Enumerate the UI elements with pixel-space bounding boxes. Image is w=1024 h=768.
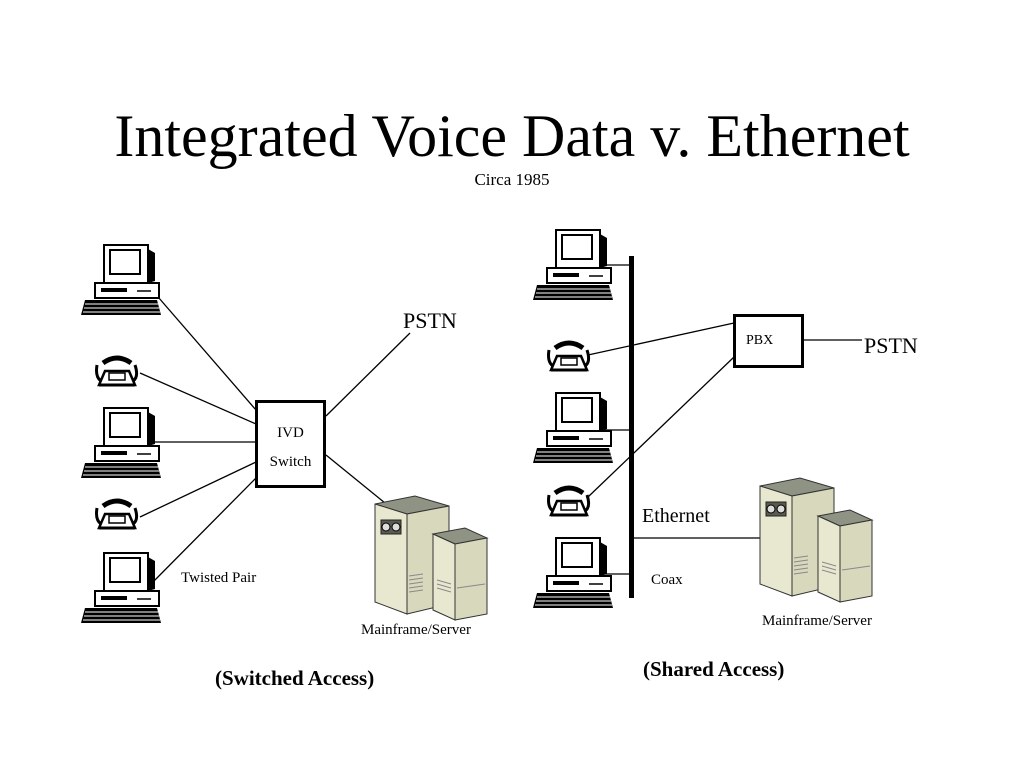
computer-icon: [80, 552, 162, 624]
pstn-label-left: PSTN: [403, 308, 457, 333]
twisted-pair-label: Twisted Pair: [181, 570, 257, 586]
telephone-icon: [97, 501, 137, 528]
ivd-switch-box: IVD Switch: [255, 400, 326, 488]
pbx-box: PBX: [733, 314, 804, 368]
page-title: Integrated Voice Data v. Ethernet: [114, 103, 910, 169]
ethernet-bus: [629, 256, 634, 598]
mainframe-icon: [759, 477, 873, 603]
coax-label: Coax: [651, 572, 683, 588]
pbx-label: PBX: [746, 333, 774, 348]
computer-icon: [532, 537, 614, 609]
computer-icon: [532, 229, 614, 301]
computer-icon: [532, 392, 614, 464]
mainframe-label-left: Mainframe/Server: [361, 622, 471, 638]
shared-links: [587, 264, 862, 575]
switched-links: [139, 289, 411, 586]
switched-access-caption: (Switched Access): [215, 666, 375, 690]
page-subtitle: Circa 1985: [474, 170, 550, 189]
switch-label: Switch: [269, 454, 312, 470]
ivd-label: IVD: [277, 425, 304, 441]
ethernet-label: Ethernet: [642, 505, 710, 527]
shared-access-caption: (Shared Access): [643, 657, 785, 681]
telephone-icon: [549, 343, 589, 370]
pstn-label-right: PSTN: [864, 333, 918, 358]
telephone-icon: [549, 488, 589, 515]
computer-icon: [80, 407, 162, 479]
mainframe-icon: [374, 495, 488, 621]
mainframe-label-right: Mainframe/Server: [762, 613, 872, 629]
computer-icon: [80, 244, 162, 316]
telephone-icon: [97, 358, 137, 385]
